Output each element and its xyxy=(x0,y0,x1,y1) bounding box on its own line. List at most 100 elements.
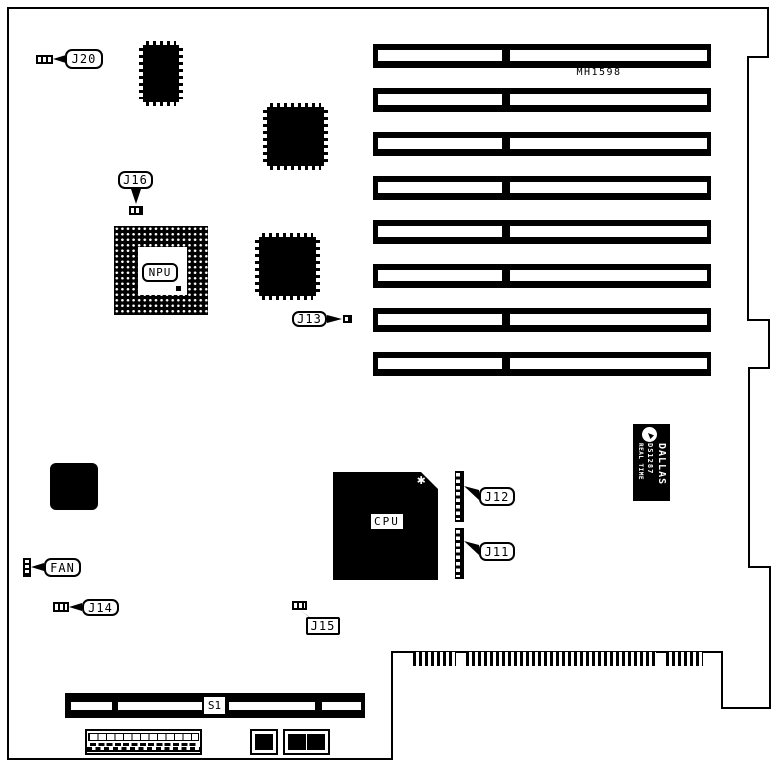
rtc-part: DS1287 xyxy=(646,443,654,475)
callout-fan: FAN xyxy=(44,558,81,577)
connector-pins-row xyxy=(88,733,199,741)
callout-j14: J14 xyxy=(82,599,119,616)
qfp-pins xyxy=(146,101,176,106)
pad xyxy=(306,742,316,750)
pin1-dot-icon xyxy=(176,286,181,291)
connector-teeth-row xyxy=(87,747,200,752)
cpu-chip: ✱ CPU xyxy=(333,472,438,580)
power-connector xyxy=(85,729,202,755)
callout-j16: J16 xyxy=(118,171,153,189)
isa-slot-1 xyxy=(373,44,711,68)
pad-grid-2x2 xyxy=(250,729,278,755)
cpu-label: CPU xyxy=(371,514,403,529)
leader-j11 xyxy=(464,541,479,555)
pad xyxy=(264,734,273,742)
callout-j13: J13 xyxy=(292,311,327,327)
qfp-chip-upper-middle xyxy=(263,103,328,170)
clock-icon xyxy=(642,427,657,442)
pad-grid-4x2 xyxy=(283,729,330,755)
leader-j14 xyxy=(69,603,82,611)
leader-fan xyxy=(31,563,44,571)
slot-segment xyxy=(378,50,502,61)
qfp-chip-middle xyxy=(255,233,320,300)
leader-j16 xyxy=(131,189,141,204)
leader-j20 xyxy=(53,55,66,63)
qfp-pins xyxy=(323,110,328,163)
slot-segment xyxy=(378,314,502,325)
npu-label: NPU xyxy=(142,263,178,282)
s1-segment xyxy=(229,702,315,710)
header-pins xyxy=(456,473,460,520)
j11-header xyxy=(455,528,464,579)
slot-segment xyxy=(510,358,707,369)
pad xyxy=(315,734,325,742)
edge-connector-fingers xyxy=(666,652,703,666)
rtc-markings: DALLAS DS1287 REAL TIME xyxy=(634,443,668,500)
slot-segment xyxy=(510,226,707,237)
qfp-body xyxy=(267,107,324,166)
isa-slot-6 xyxy=(373,264,711,288)
slot-segment xyxy=(378,226,502,237)
qfp-pins xyxy=(146,41,176,46)
j13-jumper xyxy=(343,315,352,323)
qfp-pins xyxy=(262,295,313,300)
slot-segment xyxy=(378,270,502,281)
isa-slot-2 xyxy=(373,88,711,112)
s1-segment xyxy=(71,702,112,710)
rtc-line2: REAL TIME xyxy=(637,443,644,481)
slot-segment xyxy=(378,358,502,369)
pad xyxy=(264,742,273,750)
pad xyxy=(306,734,316,742)
isa-slot-5 xyxy=(373,220,711,244)
edge-connector-fingers xyxy=(466,652,656,666)
s1-segment xyxy=(118,702,202,710)
pad xyxy=(297,742,307,750)
qfp-body xyxy=(143,45,179,102)
pad xyxy=(315,742,325,750)
pad xyxy=(288,742,297,750)
star-icon: ✱ xyxy=(417,472,426,488)
isa-slot-8 xyxy=(373,352,711,376)
slot-segment xyxy=(378,138,502,149)
slot-segment xyxy=(510,314,707,325)
qfp-pins xyxy=(139,48,144,99)
qfp-pins xyxy=(178,48,183,99)
edge-connector-fingers xyxy=(413,652,456,666)
board-outline xyxy=(7,7,771,760)
pad xyxy=(255,742,264,750)
fan-header xyxy=(23,558,31,577)
qfp-pins xyxy=(315,240,320,293)
npu-socket: NPU xyxy=(114,226,208,315)
rtc-brand: DALLAS xyxy=(656,443,667,486)
isa-slot-4 xyxy=(373,176,711,200)
callout-j20: J20 xyxy=(65,49,103,69)
callout-j15: J15 xyxy=(306,617,340,635)
s1-segment xyxy=(322,702,361,710)
slot-segment xyxy=(378,182,502,193)
slot-segment xyxy=(510,138,707,149)
callout-j11: J11 xyxy=(479,542,515,561)
qfp-pins xyxy=(255,240,260,293)
qfp-chip-top-left xyxy=(139,41,183,106)
qfp-pins xyxy=(263,110,268,163)
leader-j12 xyxy=(464,486,479,500)
j14-jumper xyxy=(53,602,69,612)
slot-segment xyxy=(378,94,502,105)
qfp-pins xyxy=(270,103,321,108)
pad xyxy=(255,734,264,742)
slot-segment xyxy=(510,270,707,281)
j12-header xyxy=(455,471,464,522)
s1-switch-bar: S1 xyxy=(65,693,365,718)
plcc-chip xyxy=(50,463,98,510)
rtc-chip: DALLAS DS1287 REAL TIME xyxy=(633,424,670,501)
s1-label: S1 xyxy=(203,696,226,715)
pad xyxy=(288,734,297,742)
j15-jumper xyxy=(292,601,307,610)
qfp-body xyxy=(259,237,316,296)
leader-j13 xyxy=(327,315,342,323)
header-pins xyxy=(456,530,460,577)
isa-slot-3 xyxy=(373,132,711,156)
connector-pads-row xyxy=(90,743,197,746)
